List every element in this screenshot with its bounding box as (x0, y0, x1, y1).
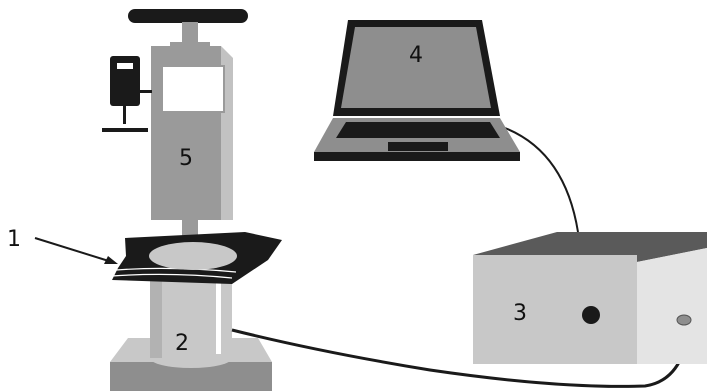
holder-shading (150, 258, 162, 358)
camera-arm (138, 90, 152, 93)
holder-cylinder-bottom (150, 348, 232, 368)
camera-stem (123, 104, 126, 124)
label-1: 1 (7, 227, 21, 252)
unit-side (637, 248, 707, 364)
laptop: 4 (314, 20, 520, 161)
screw-shaft (182, 22, 198, 48)
pointer-arrowhead (104, 256, 118, 264)
label-4: 4 (409, 43, 423, 68)
camera-base (102, 128, 148, 132)
laptop-touchpad (388, 142, 448, 151)
laptop-base-edge (314, 152, 520, 161)
unit-connector (676, 314, 692, 326)
display-window (161, 65, 225, 113)
label-3: 3 (513, 301, 527, 326)
sample-holder-assembly: 2 (110, 258, 272, 391)
specimen-edge-line-2 (115, 267, 237, 273)
holder-highlight (216, 270, 221, 354)
label-2: 2 (175, 331, 189, 356)
specimen-edge-line (111, 273, 233, 279)
laptop-screen (341, 27, 491, 108)
label-5: 5 (179, 146, 193, 171)
handwheel (128, 9, 248, 23)
laptop-keyboard (336, 122, 500, 138)
test-machine: 5 (102, 9, 248, 244)
unit-front (473, 255, 637, 364)
measurement-unit: 3 (473, 232, 707, 364)
unit-knob (582, 306, 600, 324)
camera-window (117, 63, 133, 69)
specimen: 1 (7, 227, 282, 284)
pointer-line (34, 237, 113, 263)
unit-top (473, 232, 707, 262)
specimen-disc (149, 242, 237, 270)
cable-holder-to-unit (231, 317, 692, 388)
cable-laptop-to-unit (504, 127, 579, 233)
